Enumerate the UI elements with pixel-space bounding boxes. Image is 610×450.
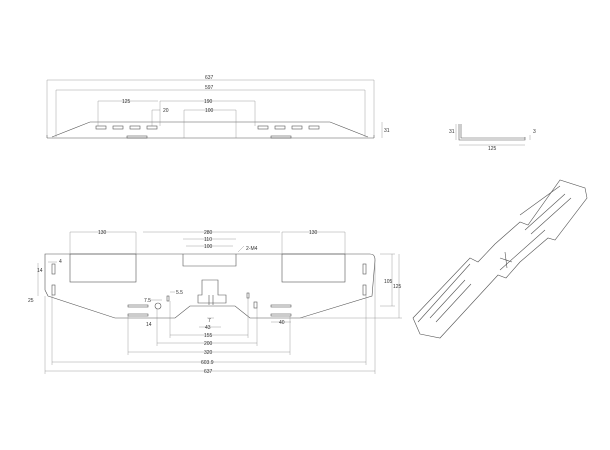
dim-130-right: 130 <box>309 230 318 236</box>
dim-14-left: 14 <box>37 268 43 274</box>
thread-note: 2-M4 <box>246 246 258 252</box>
dim-105: 105 <box>384 279 393 285</box>
right-box <box>281 253 346 283</box>
dim-190: 190 <box>204 99 213 105</box>
dim-637: 637 <box>204 369 213 375</box>
side-view: 31 3 125 <box>449 124 536 152</box>
dim-5-5: 5.5 <box>176 290 183 296</box>
dim-7: 7 <box>208 318 211 324</box>
side-dim-31: 31 <box>449 129 455 135</box>
dim-100: 100 <box>204 244 213 250</box>
dim-43: 43 <box>205 325 211 331</box>
dim-25: 25 <box>28 298 34 304</box>
dim-130-left: 130 <box>98 230 107 236</box>
center-tab <box>182 254 237 267</box>
dim-4: 4 <box>59 259 62 265</box>
dim-320: 320 <box>204 350 213 356</box>
dim-31: 31 <box>384 128 390 134</box>
front-slots <box>95 125 320 139</box>
front-view: 637 597 125 190 20 100 31 <box>46 75 390 139</box>
plate-outline <box>44 253 376 319</box>
dim-155: 155 <box>204 333 213 339</box>
dim-125: 125 <box>122 99 131 105</box>
dim-14-hole: 14 <box>146 322 152 328</box>
dim-603-9: 603.9 <box>201 360 214 366</box>
dim-7-5: 7.5 <box>144 298 151 304</box>
dim-200: 200 <box>204 341 213 347</box>
front-outline <box>47 121 374 139</box>
isometric-view <box>412 179 588 339</box>
side-dim-125: 125 <box>488 146 497 152</box>
left-box <box>69 253 137 283</box>
dim-110: 110 <box>204 237 212 243</box>
dim-40: 40 <box>279 320 285 326</box>
hole <box>154 302 162 310</box>
side-dim-3: 3 <box>533 129 536 135</box>
iso-outline <box>412 179 588 339</box>
dim-100: 100 <box>205 108 214 114</box>
plan-view: 130 280 130 110 100 2-M4 4 14 25 7.5 5.5… <box>28 230 402 375</box>
dim-125: 125 <box>393 284 402 290</box>
dim-280: 280 <box>204 230 213 236</box>
dim-597: 597 <box>205 85 214 91</box>
dim-637: 637 <box>205 75 214 81</box>
dim-20: 20 <box>163 108 169 114</box>
